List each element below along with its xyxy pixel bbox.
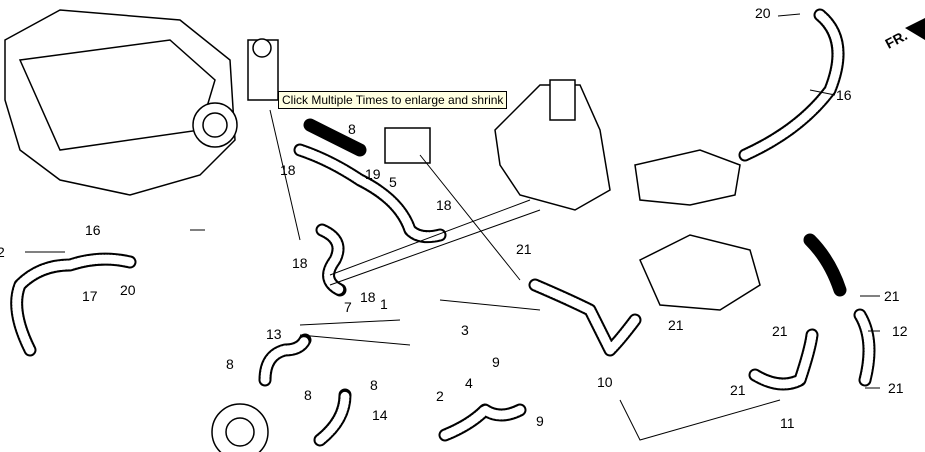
callout-7: 7 xyxy=(344,299,352,315)
callout-20: 20 xyxy=(120,282,136,298)
callout-14: 14 xyxy=(372,407,388,423)
callout-18: 18 xyxy=(280,162,296,178)
callout-18: 18 xyxy=(292,255,308,271)
fr-label: FR. xyxy=(882,27,909,52)
callout-2: 2 xyxy=(0,244,5,260)
heater-valve-right xyxy=(634,149,741,206)
callout-8: 8 xyxy=(304,387,312,403)
callout-9: 9 xyxy=(536,413,544,429)
callout-21: 21 xyxy=(730,382,746,398)
callout-21: 21 xyxy=(516,241,532,257)
callout-1: 1 xyxy=(380,296,388,312)
callout-19: 19 xyxy=(365,166,381,182)
callout-20: 20 xyxy=(755,5,771,21)
leader-lines xyxy=(25,13,880,441)
callout-18: 18 xyxy=(436,197,452,213)
callout-10: 10 xyxy=(597,374,613,390)
callout-21: 21 xyxy=(888,380,904,396)
callout-9: 9 xyxy=(492,354,500,370)
hose-texture xyxy=(12,10,874,445)
callout-21: 21 xyxy=(668,317,684,333)
callout-5: 5 xyxy=(389,174,397,190)
callout-4: 4 xyxy=(465,375,473,391)
callout-12: 12 xyxy=(892,323,908,339)
callout-13: 13 xyxy=(266,326,282,342)
callout-labels: 20 16 8 19 5 18 18 21 16 2 17 20 18 18 7… xyxy=(0,5,910,431)
fr-arrow-icon xyxy=(905,18,925,40)
callout-18: 18 xyxy=(360,289,376,305)
water-outlet xyxy=(639,234,761,311)
intake-manifold xyxy=(4,9,238,196)
idle-air-valve xyxy=(384,127,431,164)
valve-assembly-top xyxy=(247,38,279,101)
callout-16: 16 xyxy=(836,87,852,103)
callout-11: 11 xyxy=(780,415,795,431)
callout-3: 3 xyxy=(461,322,469,338)
callout-17: 17 xyxy=(82,288,98,304)
callout-21: 21 xyxy=(772,323,788,339)
callout-2: 2 xyxy=(436,388,444,404)
thermostat-housing-center xyxy=(494,79,611,211)
callout-8: 8 xyxy=(370,377,378,393)
callout-16: 16 xyxy=(85,222,101,238)
callout-8: 8 xyxy=(226,356,234,372)
callout-8: 8 xyxy=(348,121,356,137)
alternator xyxy=(211,403,269,452)
enlarge-tooltip: Click Multiple Times to enlarge and shri… xyxy=(278,91,508,109)
callout-21: 21 xyxy=(884,288,900,304)
